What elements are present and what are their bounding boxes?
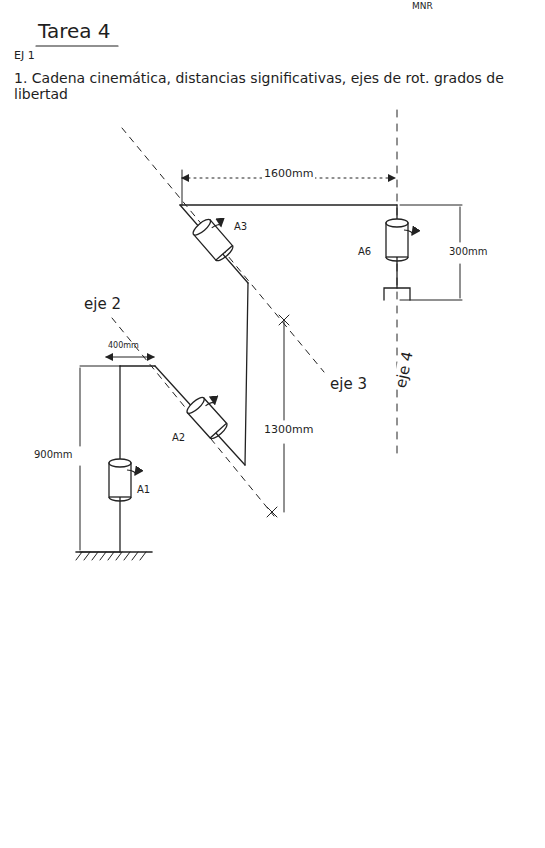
task-statement: 1. Cadena cinemática, distancias signifi… bbox=[14, 70, 514, 102]
joint-label: A3 bbox=[234, 221, 247, 233]
axis-label: eje 2 bbox=[84, 296, 121, 313]
author-initials: MNR bbox=[412, 1, 433, 11]
dimension: 400mm bbox=[108, 341, 139, 350]
axis-label: eje 3 bbox=[330, 376, 367, 393]
dimension: 1600mm bbox=[262, 168, 315, 181]
exercise-label: EJ 1 bbox=[14, 50, 35, 63]
joint-label: A6 bbox=[358, 246, 371, 258]
joint-label: A2 bbox=[172, 432, 185, 444]
joint-label: A1 bbox=[137, 484, 150, 496]
dimension: 300mm bbox=[447, 246, 490, 258]
axis-label: eje 4 bbox=[392, 348, 417, 392]
page-title: Tarea 4 bbox=[38, 20, 111, 43]
dimension: 1300mm bbox=[262, 424, 315, 437]
dimension: 900mm bbox=[32, 449, 75, 461]
